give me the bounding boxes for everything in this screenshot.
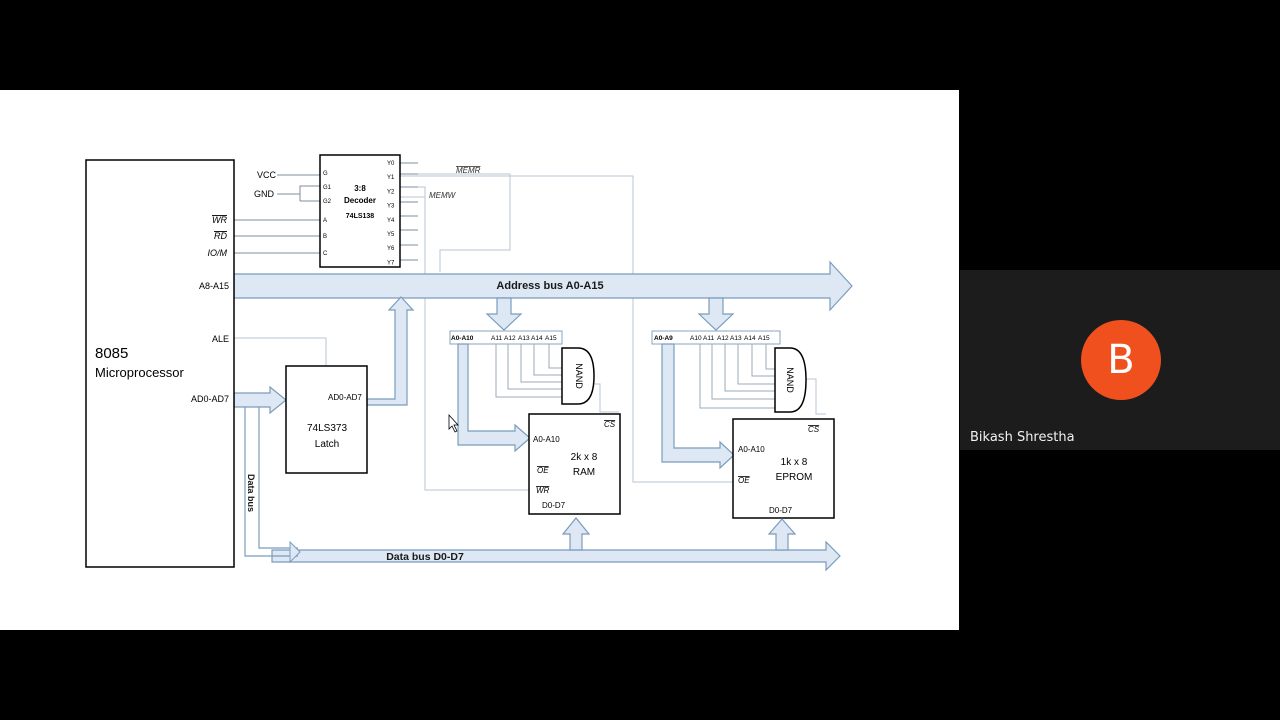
ram-nand-wires [495, 344, 562, 398]
eprom-strip-address-label: A0-A9 [654, 335, 673, 342]
ram-strip-address-label: A11 [491, 335, 502, 342]
decoder-input-pin: C [323, 251, 328, 257]
decoder-output-pin: Y0 [387, 161, 395, 167]
cpu-pin-a8-a15: A8-A15 [199, 281, 229, 291]
participant-name: Bikash Shrestha [970, 430, 1075, 445]
address-bus-label: Address bus A0-A15 [496, 280, 603, 292]
pin-wires [234, 162, 418, 261]
latch-line1: 74LS373 [307, 423, 347, 434]
memw-label: MEMW [429, 191, 457, 200]
decoder-output-pin: Y4 [387, 218, 395, 224]
latch-pin-label: AD0-AD7 [328, 393, 362, 402]
decoder-output-pin: Y6 [387, 246, 395, 252]
ram-strip-address-label: A15 [545, 335, 557, 342]
eprom-cs-label: CS [808, 425, 820, 434]
ram-strip-address-label: A0-A10 [451, 335, 474, 342]
eprom-line1: 1k x 8 [781, 457, 808, 468]
eprom-strip-address-label: A15 [758, 335, 770, 342]
decoder-input-pin: G [323, 171, 328, 177]
eprom-strip-address-label: A12 [717, 335, 729, 342]
decoder-input-pin: G1 [323, 185, 332, 191]
vcc-label: VCC [257, 170, 277, 180]
data-bus-vertical-label: Data bus [246, 474, 256, 512]
eprom-address-strip [651, 330, 781, 345]
eprom-oe-label: OE [738, 476, 750, 485]
eprom-address-arrow [661, 343, 735, 470]
participant-avatar: B [1081, 320, 1161, 400]
eprom-addr-label: A0-A10 [738, 445, 765, 454]
video-area-bottom [960, 450, 1280, 720]
participant-tile[interactable]: B Bikash Shrestha [960, 270, 1280, 450]
decoder-output-pin: Y5 [387, 232, 395, 238]
ram-data-label: D0-D7 [542, 501, 566, 510]
decoder-output-pin: Y3 [387, 204, 395, 210]
ram-oe-label: OE [537, 466, 549, 475]
cpu-subtitle: Microprocessor [95, 365, 185, 380]
ram-address-strip [449, 330, 563, 345]
decoder-block [319, 154, 401, 268]
cpu-pin-io-m: IO/M [208, 248, 228, 258]
decoder-output-pin: Y2 [387, 189, 395, 195]
decoder-output-pin: Y7 [387, 260, 395, 266]
eprom-block [732, 418, 835, 519]
decoder-line2: Decoder [344, 196, 376, 205]
eprom-strip-address-label: A14 [744, 335, 756, 342]
latch-line2: Latch [315, 439, 339, 450]
latch-output-arrow [366, 296, 415, 406]
ram-block [528, 413, 621, 515]
eprom-strip-address-label: A11 [703, 335, 714, 342]
eprom-strip-address-label: A13 [730, 335, 742, 342]
eprom-nand-label: NAND [785, 367, 795, 393]
eprom-addr-down-arrow [697, 297, 735, 331]
data-bus-label: Data bus D0-D7 [386, 551, 464, 563]
address-bus-arrow [233, 260, 853, 312]
ram-strip-address-label: A13 [518, 335, 530, 342]
decoder-input-pin: A [323, 218, 327, 224]
decoder-output-pin: Y1 [387, 175, 395, 181]
eprom-data-arrow [767, 518, 797, 551]
eprom-nand-wires [699, 344, 775, 409]
decoder-input-pin: B [323, 234, 327, 240]
ram-addr-down-arrow [485, 297, 523, 331]
ram-data-arrow [561, 517, 591, 551]
ram-cs-label: CS [604, 420, 616, 429]
gnd-label: GND [254, 189, 275, 199]
data-bus-arrow [271, 540, 841, 572]
memory-interface-diagram: Address bus A0-A15 Data bus D0-D7 Data b… [85, 154, 853, 572]
ram-line2: RAM [573, 467, 595, 478]
shared-screen-slide: Address bus A0-A15 Data bus D0-D7 Data b… [0, 90, 959, 630]
memr-label: MEMR [456, 166, 481, 175]
ad-bus-arrow [233, 385, 287, 415]
cpu-pin-ale: ALE [212, 334, 229, 344]
ram-line1: 2k x 8 [571, 452, 598, 463]
ram-nand-gate [561, 347, 595, 405]
mouse-cursor-icon [448, 413, 459, 433]
eprom-line2: EPROM [776, 472, 813, 483]
ram-nand-label: NAND [574, 363, 584, 389]
eprom-data-label: D0-D7 [769, 506, 793, 515]
decoder-input-pin: G2 [323, 199, 332, 205]
cpu-pin-ad0-ad7: AD0-AD7 [191, 394, 229, 404]
decoder-line3: 74LS138 [346, 213, 375, 220]
ram-wr-label: WR [536, 486, 550, 495]
latch-block [285, 365, 368, 474]
data-bus-vertical [244, 402, 298, 557]
video-area-top [960, 0, 1280, 268]
cpu-pin-wr: WR [212, 215, 227, 225]
ram-addr-label: A0-A10 [533, 435, 560, 444]
ram-strip-address-label: A12 [504, 335, 516, 342]
eprom-strip-address-label: A10 [690, 335, 702, 342]
eprom-nand-gate [774, 347, 807, 413]
cpu-block [85, 159, 235, 568]
decoder-line1: 3:8 [354, 184, 366, 193]
cpu-pin-rd: RD [214, 231, 227, 241]
ram-strip-address-label: A14 [531, 335, 543, 342]
cpu-title: 8085 [95, 345, 128, 362]
ram-address-arrow [457, 343, 531, 453]
